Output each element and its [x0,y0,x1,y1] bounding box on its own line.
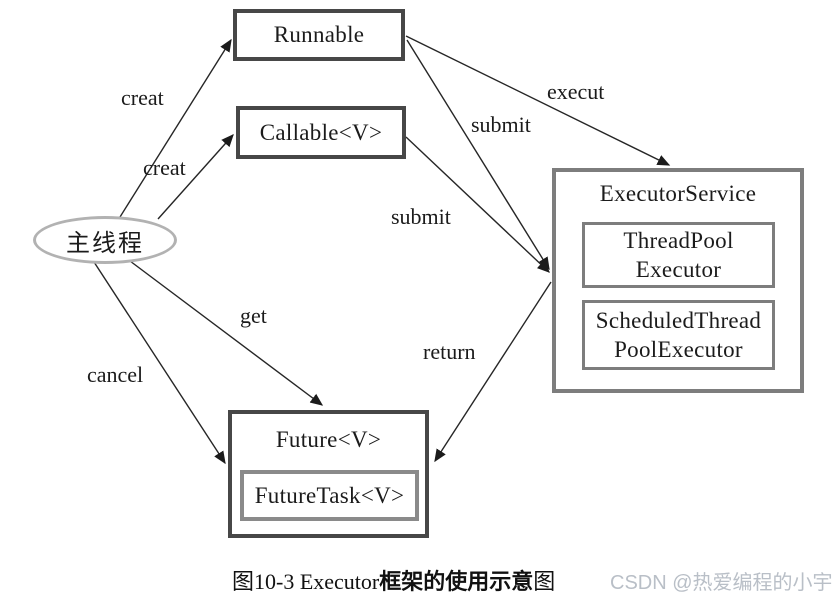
callable-node: Callable<V> [236,106,406,159]
edge-execut-arrow [405,35,671,166]
figure-caption: 图10-3 Executor框架的使用示意图 [232,564,555,596]
scheduled-thread-pool-executor-line1: ScheduledThread [595,308,762,333]
runnable-node: Runnable [233,9,405,61]
edge-label-get: get [240,303,267,328]
scheduled-thread-pool-executor-node: ScheduledThread PoolExecutor [582,300,775,370]
edge-return-arrow [434,281,552,463]
edge-creat-callable-arrow [157,134,234,220]
future-title: Future<V> [275,427,382,452]
edge-label-creat-callable: creat [143,155,186,180]
executor-service-node: ExecutorService ThreadPool Executor Sche… [552,168,804,393]
main-thread-ellipse: 主线程 [33,216,177,264]
future-node: Future<V> FutureTask<V> [228,410,429,538]
edge-label-execut: execut [547,79,605,104]
edge-get-arrow [129,260,324,406]
csdn-watermark: CSDN @热爱编程的小宇 [610,572,833,594]
thread-pool-executor-node: ThreadPool Executor [582,222,775,288]
edge-label-cancel: cancel [87,362,144,387]
edge-label-submit-callable: submit [391,204,451,229]
edge-cancel-arrow [93,261,226,465]
edge-submit-runnable-arrow [406,39,550,271]
edge-creat-runnable-arrow [119,38,232,218]
edge-label-submit-runnable: submit [471,112,531,137]
figure-caption-prefix: 图10-3 Executor [232,569,380,594]
thread-pool-executor-line1: ThreadPool [623,228,734,253]
scheduled-thread-pool-executor-line2: PoolExecutor [614,337,743,362]
edge-submit-callable-arrow [405,136,550,273]
executor-service-title: ExecutorService [599,181,757,206]
thread-pool-executor-line2: Executor [635,257,722,282]
edge-label-return: return [423,339,476,364]
edge-label-creat-runnable: creat [121,85,164,110]
figure-caption-bold: 框架的使用示意 [379,569,534,594]
figure-caption-suffix: 图 [533,569,556,594]
future-task-node: FutureTask<V> [240,470,419,521]
